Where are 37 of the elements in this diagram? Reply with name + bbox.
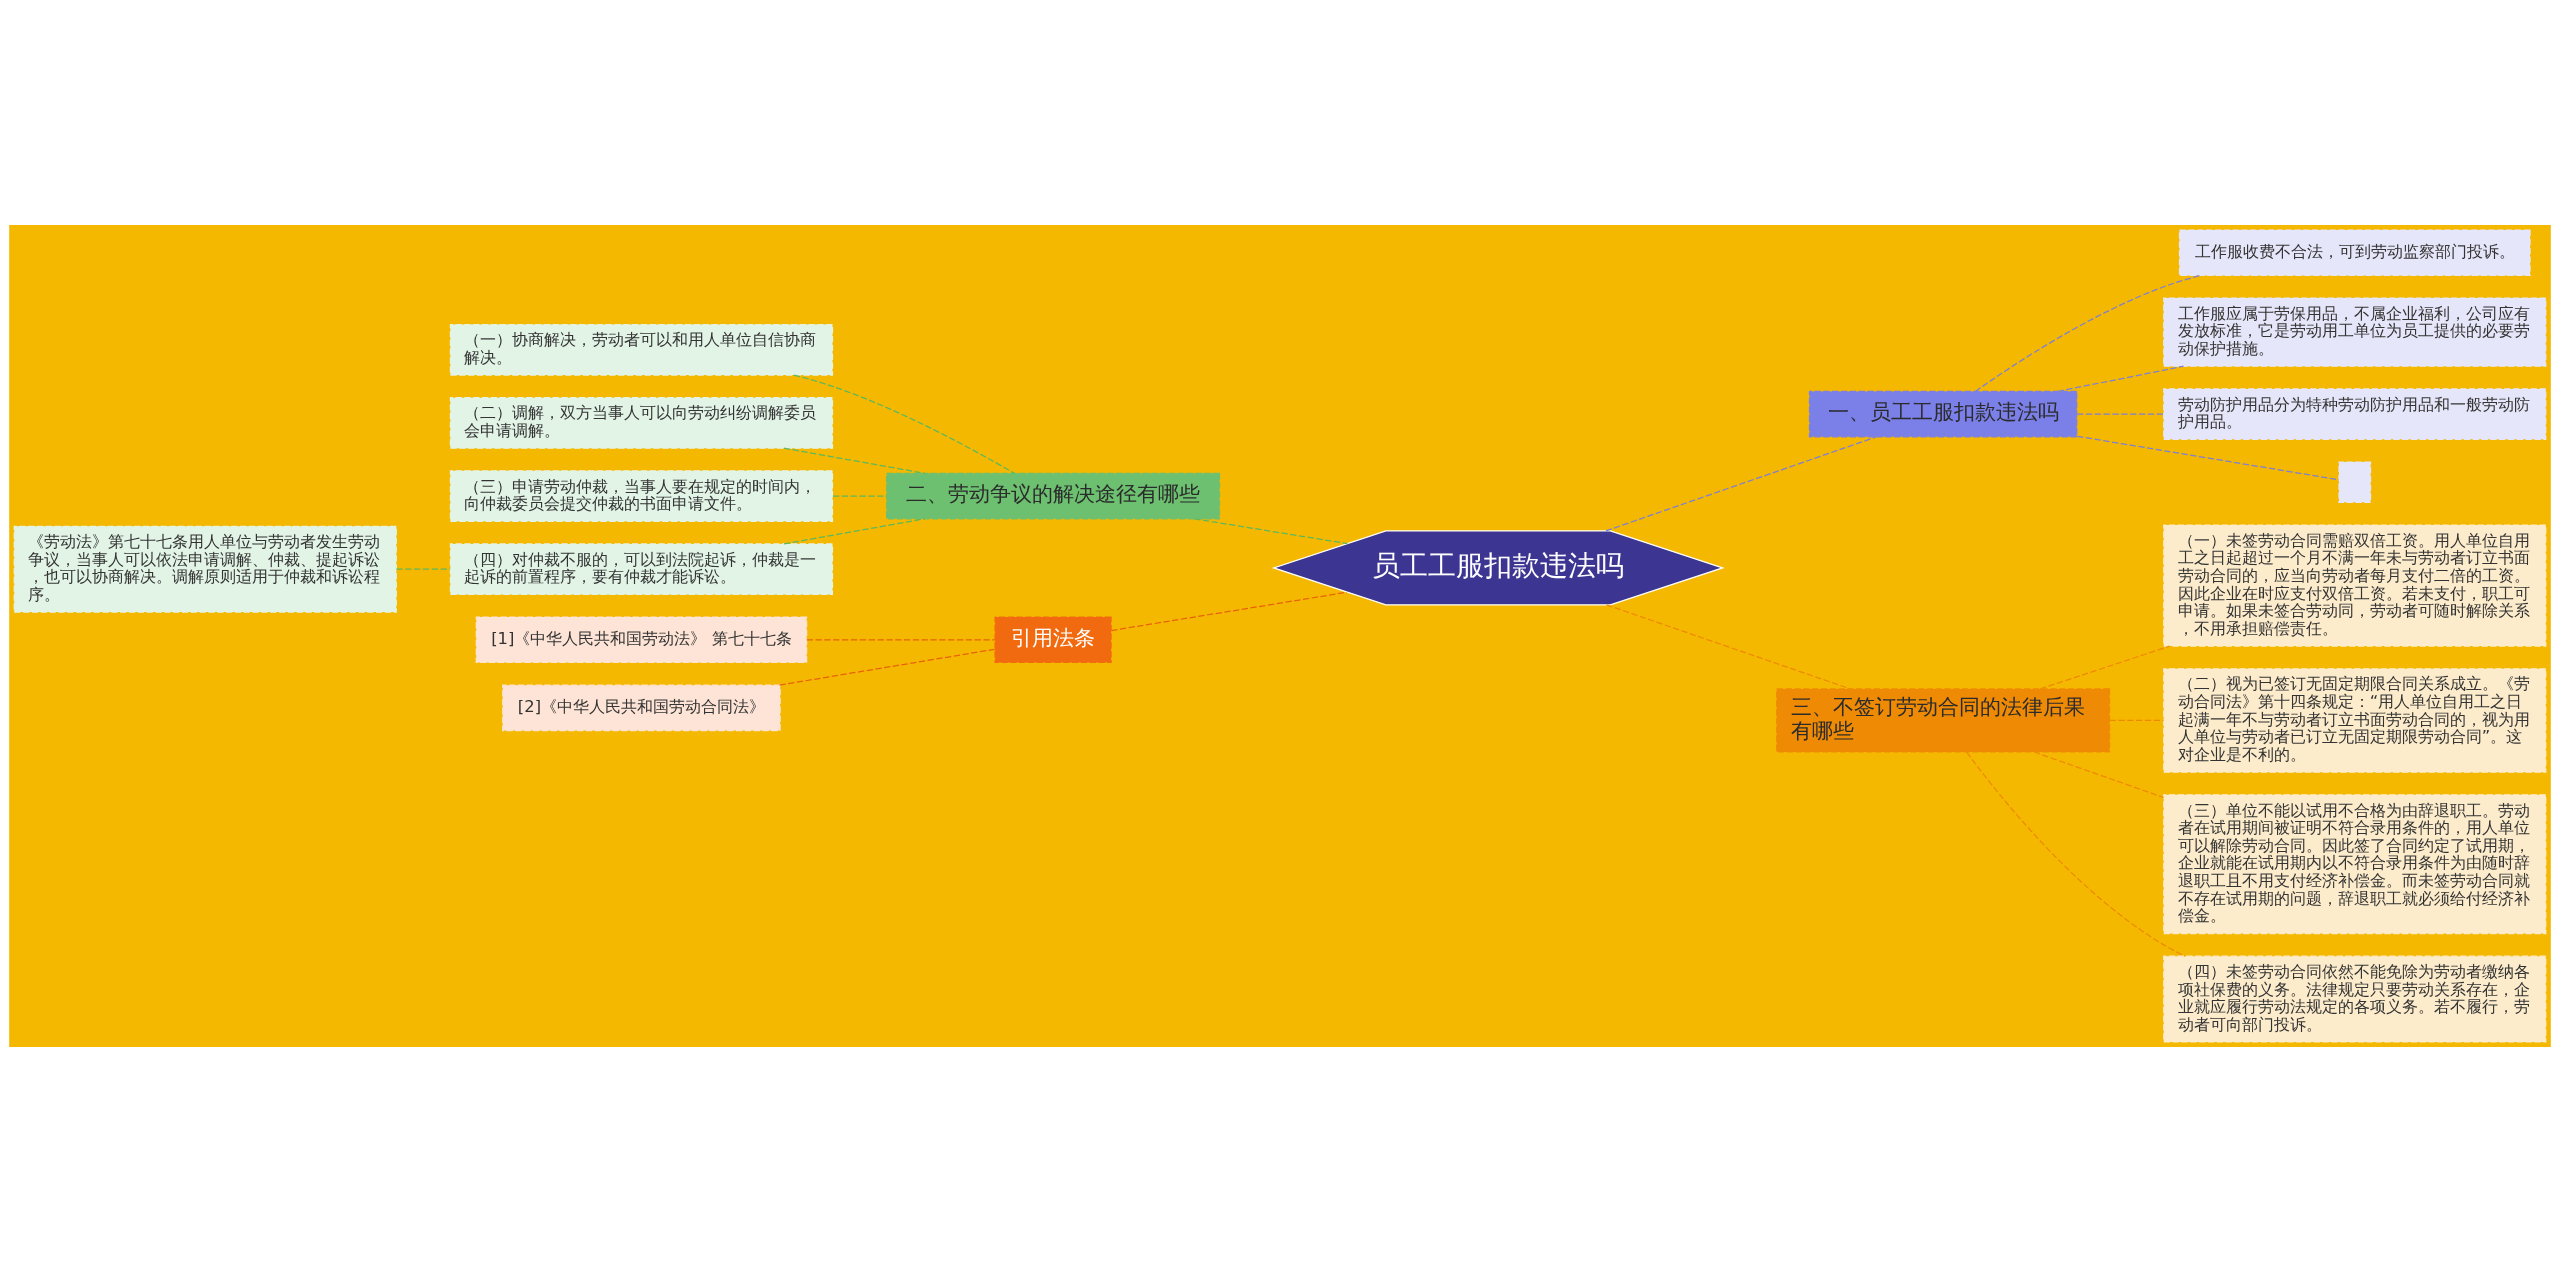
connector bbox=[2076, 435, 2340, 481]
node-box: 三、不签订劳动合同的法律后果有哪些 bbox=[1776, 688, 2111, 753]
connector bbox=[1193, 518, 1349, 545]
connector bbox=[783, 518, 926, 545]
node-box: 劳动防护用品分为特种劳动防护用品和一般劳动防护用品。 bbox=[2163, 388, 2547, 440]
node-box: （三）单位不能以试用不合格为由辞退职工。劳动者在试用期间被证明不符合录用条件的，用人单位可以解除劳动合同。因此签了合同约定了试用期，企业就能在试用期内以不符合录用条件为由随时辞退职工且不用支付经济补偿金。而未签劳动合同就不存在试用期的问题，辞退职工就必须给付经济补偿金。 bbox=[2163, 794, 2547, 935]
connector bbox=[1974, 274, 2201, 393]
node-box: （二）调解，双方当事人可以向劳动纠纷调解委员会申请调解。 bbox=[449, 397, 834, 449]
node-box: 工作服应属于劳保用品，不属企业福利，公司应有发放标准，它是劳动用工单位为员工提供的必要劳动保护措施。 bbox=[2163, 297, 2547, 367]
node-box: 一、员工工服扣款违法吗 bbox=[1808, 390, 2078, 438]
connector bbox=[395, 568, 451, 570]
connector bbox=[2039, 645, 2171, 690]
connector bbox=[806, 639, 996, 641]
connector bbox=[793, 374, 1015, 474]
connector bbox=[1966, 751, 2186, 957]
node-box: （三）申请劳动仲裁，当事人要在规定的时间内，向仲裁委员会提交仲裁的书面申请文件。 bbox=[449, 470, 834, 522]
node-box: （一）协商解决，劳动者可以和用人单位自信协商解决。 bbox=[449, 323, 834, 376]
node-box: （一）未签劳动合同需赔双倍工资。用人单位自用工之日起超过一个月不满一年未与劳动者订立书面劳动合同的，应当向劳动者每月支付二倍的工资。因此企业在时应支付双倍工资。若未支付，职工可申请。如果未签合劳动同，劳动者可随时解除关系，不用承担赔偿责任。 bbox=[2163, 524, 2547, 647]
node-box: （二）视为已签订无固定期限合同关系成立。《劳动合同法》第十四条规定：“用人单位自用工之日起满一年不与劳动者订立书面劳动合同的，视为用人单位与劳动者已订立无固定期限劳动合同”。这对企业是不利的。 bbox=[2163, 668, 2547, 773]
connector bbox=[2076, 413, 2165, 415]
connector bbox=[832, 495, 888, 497]
node-box bbox=[2338, 461, 2372, 503]
connector bbox=[1605, 436, 1877, 532]
node-box: 引用法条 bbox=[994, 616, 1112, 664]
connector bbox=[778, 648, 996, 686]
connector bbox=[2033, 751, 2165, 799]
connector bbox=[2057, 365, 2185, 392]
node-box: 二、劳动争议的解决途径有哪些 bbox=[886, 472, 1221, 520]
node-box: [2]《中华人民共和国劳动合同法》 bbox=[502, 684, 781, 732]
connector bbox=[1110, 591, 1348, 632]
node-box: [1]《中华人民共和国劳动法》 第七十七条 bbox=[475, 616, 808, 664]
connector bbox=[1605, 604, 1851, 690]
node-box: 工作服收费不合法，可到劳动监察部门投诉。 bbox=[2178, 229, 2531, 277]
node-box: （四）未签劳动合同依然不能免除为劳动者缴纳各项社保费的义务。法律规定只要劳动关系存在，企业就应履行劳动法规定的各项义务。若不履行，劳动者可向部门投诉。 bbox=[2163, 955, 2547, 1043]
connector bbox=[2109, 719, 2165, 722]
node-box: （四）对仲裁不服的，可以到法院起诉，仲裁是一起诉的前置程序，要有仲裁才能诉讼。 bbox=[449, 543, 834, 596]
node-box: 《劳动法》第七十七条用人单位与劳动者发生劳动争议，当事人可以依法申请调解、仲裁、提起诉讼，也可以协商解决。调解原则适用于仲裁和诉讼程序。 bbox=[13, 525, 397, 613]
